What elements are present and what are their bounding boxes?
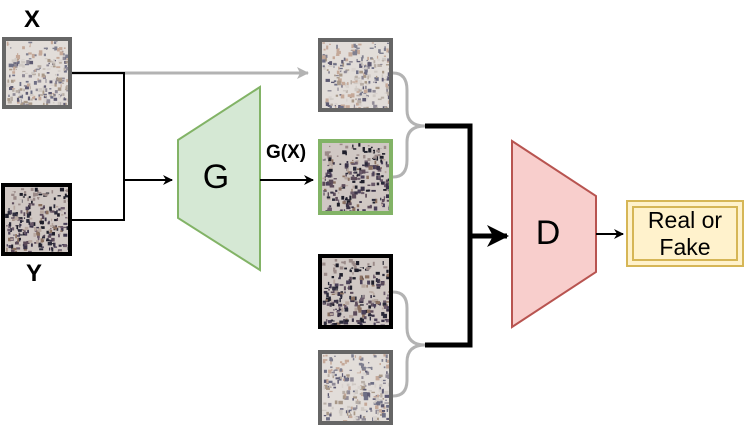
bottom-pair-bracket (392, 290, 426, 398)
output-inner-border (632, 206, 738, 261)
real-x-image (318, 38, 393, 112)
pairs-merge-connector (425, 123, 473, 348)
input-y-label: Y (26, 260, 43, 287)
generator-output-label: G(X) (266, 142, 307, 163)
generator-block (177, 85, 261, 272)
real-or-fake-output: Real or Fake (626, 200, 744, 267)
input-x-label: X (24, 6, 41, 33)
top-pair-bracket (392, 71, 426, 179)
generated-image (318, 139, 393, 215)
generator-label: G (202, 158, 230, 196)
output-line-1: Real or (647, 206, 723, 233)
input-x-image (2, 37, 72, 109)
y-to-generator-connector (72, 180, 125, 221)
x-to-generator-connector (72, 72, 125, 180)
discriminator-label: D (535, 214, 561, 252)
output-line-2: Fake (659, 233, 711, 260)
discriminator-block (511, 139, 597, 329)
real-y-image (318, 254, 393, 329)
input-y-image (1, 183, 72, 256)
output-text: Real or Fake (648, 207, 722, 261)
real-x-image-lower (318, 350, 393, 425)
